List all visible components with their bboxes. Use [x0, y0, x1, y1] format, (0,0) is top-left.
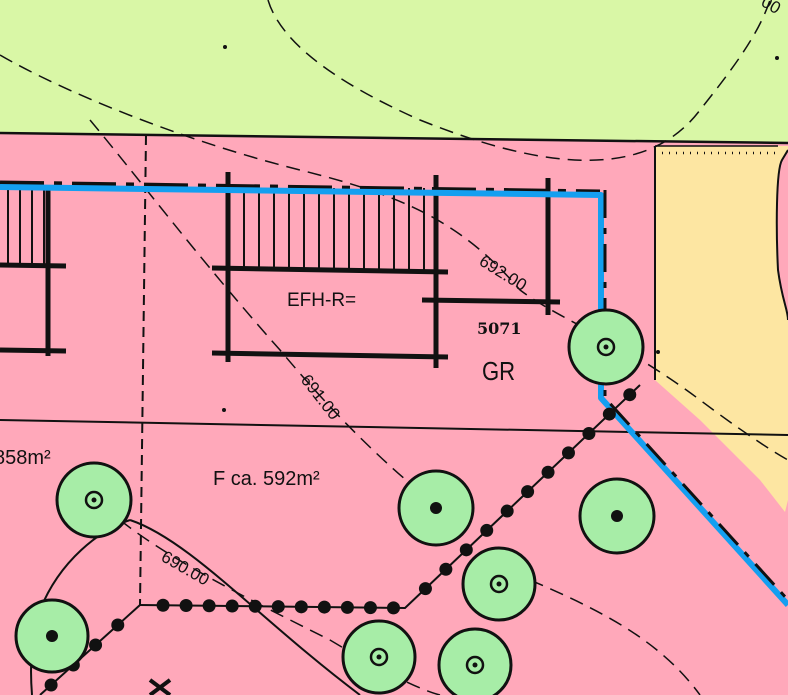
contour-692 [0, 54, 788, 461]
tree-trunk-dot [603, 344, 609, 350]
boundary-dot [179, 599, 193, 613]
yellow-east-edge [775, 149, 788, 321]
boundary-dot [439, 562, 453, 576]
boundary-dot [602, 407, 616, 421]
zone-border-north [0, 131, 788, 145]
existing-tree-icon [341, 619, 417, 695]
boundary-dot [248, 599, 262, 613]
cross-marker-icon [148, 678, 172, 695]
path-curve-mid [129, 519, 361, 695]
tree-crown [437, 627, 513, 695]
tree-trunk-dot [472, 662, 478, 668]
tree-trunk-dot [46, 630, 58, 642]
boundary-dot [317, 600, 331, 614]
point-mark [222, 408, 226, 412]
boundary-dashdot [603, 190, 788, 602]
yellow-zone [655, 146, 788, 512]
boundary-dot [623, 388, 637, 402]
tree-trunk-dot [430, 502, 442, 514]
parcel-divider-dashed [139, 134, 147, 606]
boundary-dot [225, 599, 239, 613]
building-line-west-2 [0, 347, 67, 354]
point-mark [223, 45, 227, 49]
parcel-number: 5071 [477, 319, 522, 338]
zone-border-road [0, 419, 788, 436]
boundary-dot [480, 523, 494, 537]
contour-top-arc [267, 0, 771, 162]
building-line-west-1 [0, 262, 67, 269]
green-zone [0, 0, 788, 145]
dotted-boundary-west [39, 604, 141, 695]
tree-trunk-ring [369, 647, 389, 667]
pink-zone [0, 133, 788, 695]
boundary-blue-line [0, 184, 788, 608]
boundary-dot [202, 599, 216, 613]
tree-trunk-dot [91, 497, 97, 503]
contour-690 [119, 519, 441, 695]
boundary-dot [541, 465, 555, 479]
boundary-dot [561, 446, 575, 460]
tree-trunk-dot [611, 510, 623, 522]
building-line-south [211, 350, 449, 360]
building-type-label: EFH-R= [287, 290, 356, 311]
area-main-label: F ca. 592m² [213, 468, 320, 490]
tree-trunk-ring [489, 574, 509, 594]
boundary-dot [294, 600, 308, 614]
boundary-dot [156, 598, 170, 612]
tree-symbol-icon [578, 477, 656, 555]
hatching [7, 186, 425, 270]
boundary-dot [459, 543, 473, 557]
tree-trunk-dot [376, 654, 382, 660]
existing-tree-icon [437, 627, 513, 695]
area-left-label: 858m² [0, 447, 51, 469]
boundary-dot [500, 504, 514, 518]
tree-trunk-ring [465, 655, 485, 675]
boundary-dot [386, 601, 400, 615]
boundary-dot [44, 678, 58, 692]
boundary-dot [111, 618, 125, 632]
tree-trunk-ring [596, 337, 616, 357]
contour-southeast [529, 579, 701, 695]
zone-code-label: GR [482, 357, 515, 386]
point-mark [775, 56, 779, 60]
building-line-mid [211, 265, 449, 275]
boundary-dot [89, 638, 103, 652]
tree-symbol-icon [14, 598, 90, 674]
point-mark [656, 350, 660, 354]
boundary-dot [271, 600, 285, 614]
boundary-dot [418, 582, 432, 596]
building-line-north [0, 180, 601, 195]
tree-symbol-icon [397, 469, 475, 547]
building-line-short [421, 297, 561, 305]
boundary-dot [582, 426, 596, 440]
tree-trunk-ring [84, 490, 104, 510]
contour-691 [89, 119, 431, 501]
tree-trunk-dot [496, 581, 502, 587]
existing-tree-icon [461, 546, 537, 622]
tree-symbols [14, 308, 656, 695]
existing-tree-icon [567, 308, 645, 386]
boundary-dot [340, 600, 354, 614]
boundary-dot [363, 601, 377, 615]
boundary-dot [521, 485, 535, 499]
existing-tree-icon [55, 461, 133, 539]
